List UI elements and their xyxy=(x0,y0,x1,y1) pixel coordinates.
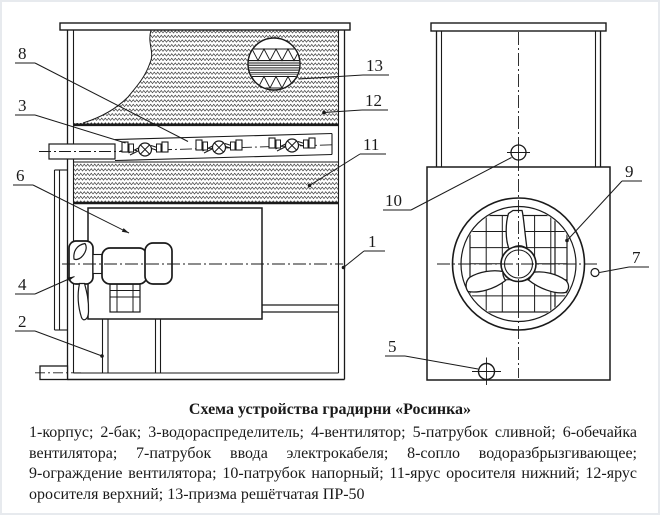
cable-entry-hole xyxy=(590,267,600,278)
drain-fitting xyxy=(472,357,501,385)
part-label-4: 4 xyxy=(15,275,75,295)
schematic-drawing: 8 3 6 4 2 13 xyxy=(13,22,649,385)
nozzle-group xyxy=(195,139,243,155)
part-number: 5 xyxy=(388,337,397,356)
caption-line: оросителя верхний; 13-призма решётчатая … xyxy=(29,485,365,503)
casing-walls xyxy=(53,22,351,381)
part-label-5: 5 xyxy=(385,337,479,370)
motor-cap xyxy=(144,242,173,285)
caption-line: 9-ограждение вентилятора; 10-патрубок на… xyxy=(29,465,637,482)
part-number: 11 xyxy=(363,135,379,154)
part-number: 7 xyxy=(632,248,641,267)
part-label-12: 12 xyxy=(322,91,388,115)
water-distributor xyxy=(39,132,335,162)
part-label-10: 10 xyxy=(383,157,512,211)
part-number: 1 xyxy=(368,232,377,251)
part-label-7: 7 xyxy=(599,248,649,273)
tank-partitions xyxy=(101,319,162,373)
part-label-1: 1 xyxy=(341,232,385,270)
part-number: 8 xyxy=(18,44,27,63)
drain-stub xyxy=(35,365,82,381)
pressure-pipe-fitting xyxy=(507,143,530,162)
part-number: 3 xyxy=(18,96,27,115)
nozzle-group xyxy=(121,141,169,157)
callouts: 8 3 6 4 2 13 xyxy=(13,44,649,370)
part-label-8: 8 xyxy=(15,44,189,142)
part-label-9: 9 xyxy=(565,162,642,243)
lower-sprinkler-layer xyxy=(74,161,339,205)
upper-sprinkler-layer xyxy=(74,29,339,127)
part-number: 4 xyxy=(18,275,27,294)
caption-line: вентилятора; 7-патрубок ввода электрокаб… xyxy=(29,444,637,462)
left-view xyxy=(35,22,351,381)
fan-blade-upper xyxy=(73,242,87,261)
part-label-11: 11 xyxy=(307,135,386,188)
motor-assembly xyxy=(62,240,343,321)
motor-body xyxy=(101,247,148,285)
part-number: 12 xyxy=(365,91,382,110)
part-number: 6 xyxy=(16,166,25,185)
part-label-2: 2 xyxy=(15,312,104,358)
caption-title: Схема устройства градирни «Росинка» xyxy=(188,401,472,418)
part-number: 2 xyxy=(18,312,27,331)
right-view xyxy=(426,22,611,385)
caption-line: 1-корпус; 2-бак; 3-водораспределитель; 4… xyxy=(29,424,637,441)
part-label-3: 3 xyxy=(15,96,126,144)
caption-legend: 1-корпус; 2-бак; 3-водораспределитель; 4… xyxy=(29,423,637,505)
part-label-13: 13 xyxy=(298,56,389,80)
part-number: 10 xyxy=(385,191,402,210)
fan-blade-lower xyxy=(77,282,90,321)
part-number: 13 xyxy=(366,56,383,75)
part-label-6: 6 xyxy=(13,166,130,234)
nozzle-group xyxy=(268,137,316,153)
lattice-prism xyxy=(247,37,301,91)
part-number: 9 xyxy=(625,162,634,181)
